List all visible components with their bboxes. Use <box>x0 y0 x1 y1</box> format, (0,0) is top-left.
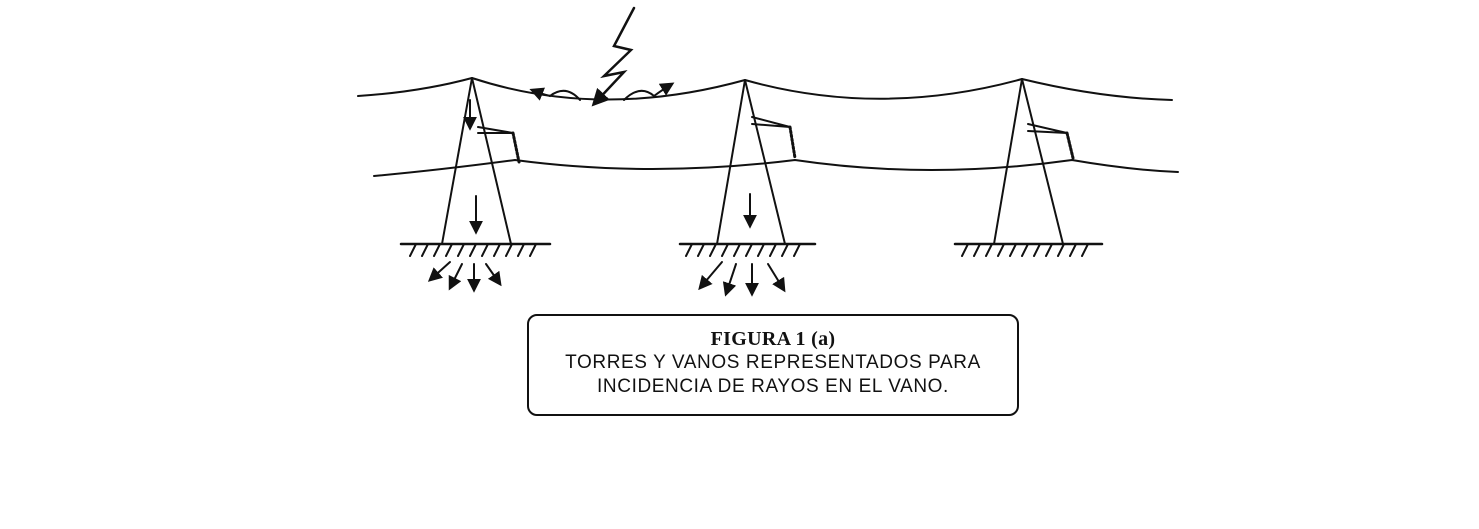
phase-conductor <box>373 158 1179 177</box>
tower-2 <box>678 79 817 257</box>
surge-arrow-right <box>623 82 675 101</box>
tower-1 <box>399 77 552 257</box>
ground-arrows-tower1 <box>427 261 502 293</box>
caption-line-1: TORRES Y VANOS REPRESENTADOS PARA <box>565 352 981 373</box>
figure-caption-box: FIGURA 1 (a) TORRES Y VANOS REPRESENTADO… <box>527 314 1019 416</box>
tower-3 <box>953 78 1104 257</box>
ground-wire <box>357 76 1173 101</box>
surge-arrow-left <box>529 87 581 101</box>
lightning-bolt-icon <box>591 6 636 107</box>
caption-line-2: INCIDENCIA DE RAYOS EN EL VANO. <box>597 376 949 397</box>
figure-title: FIGURA 1 (a) <box>710 328 836 350</box>
ground-arrows-tower2 <box>698 261 786 297</box>
